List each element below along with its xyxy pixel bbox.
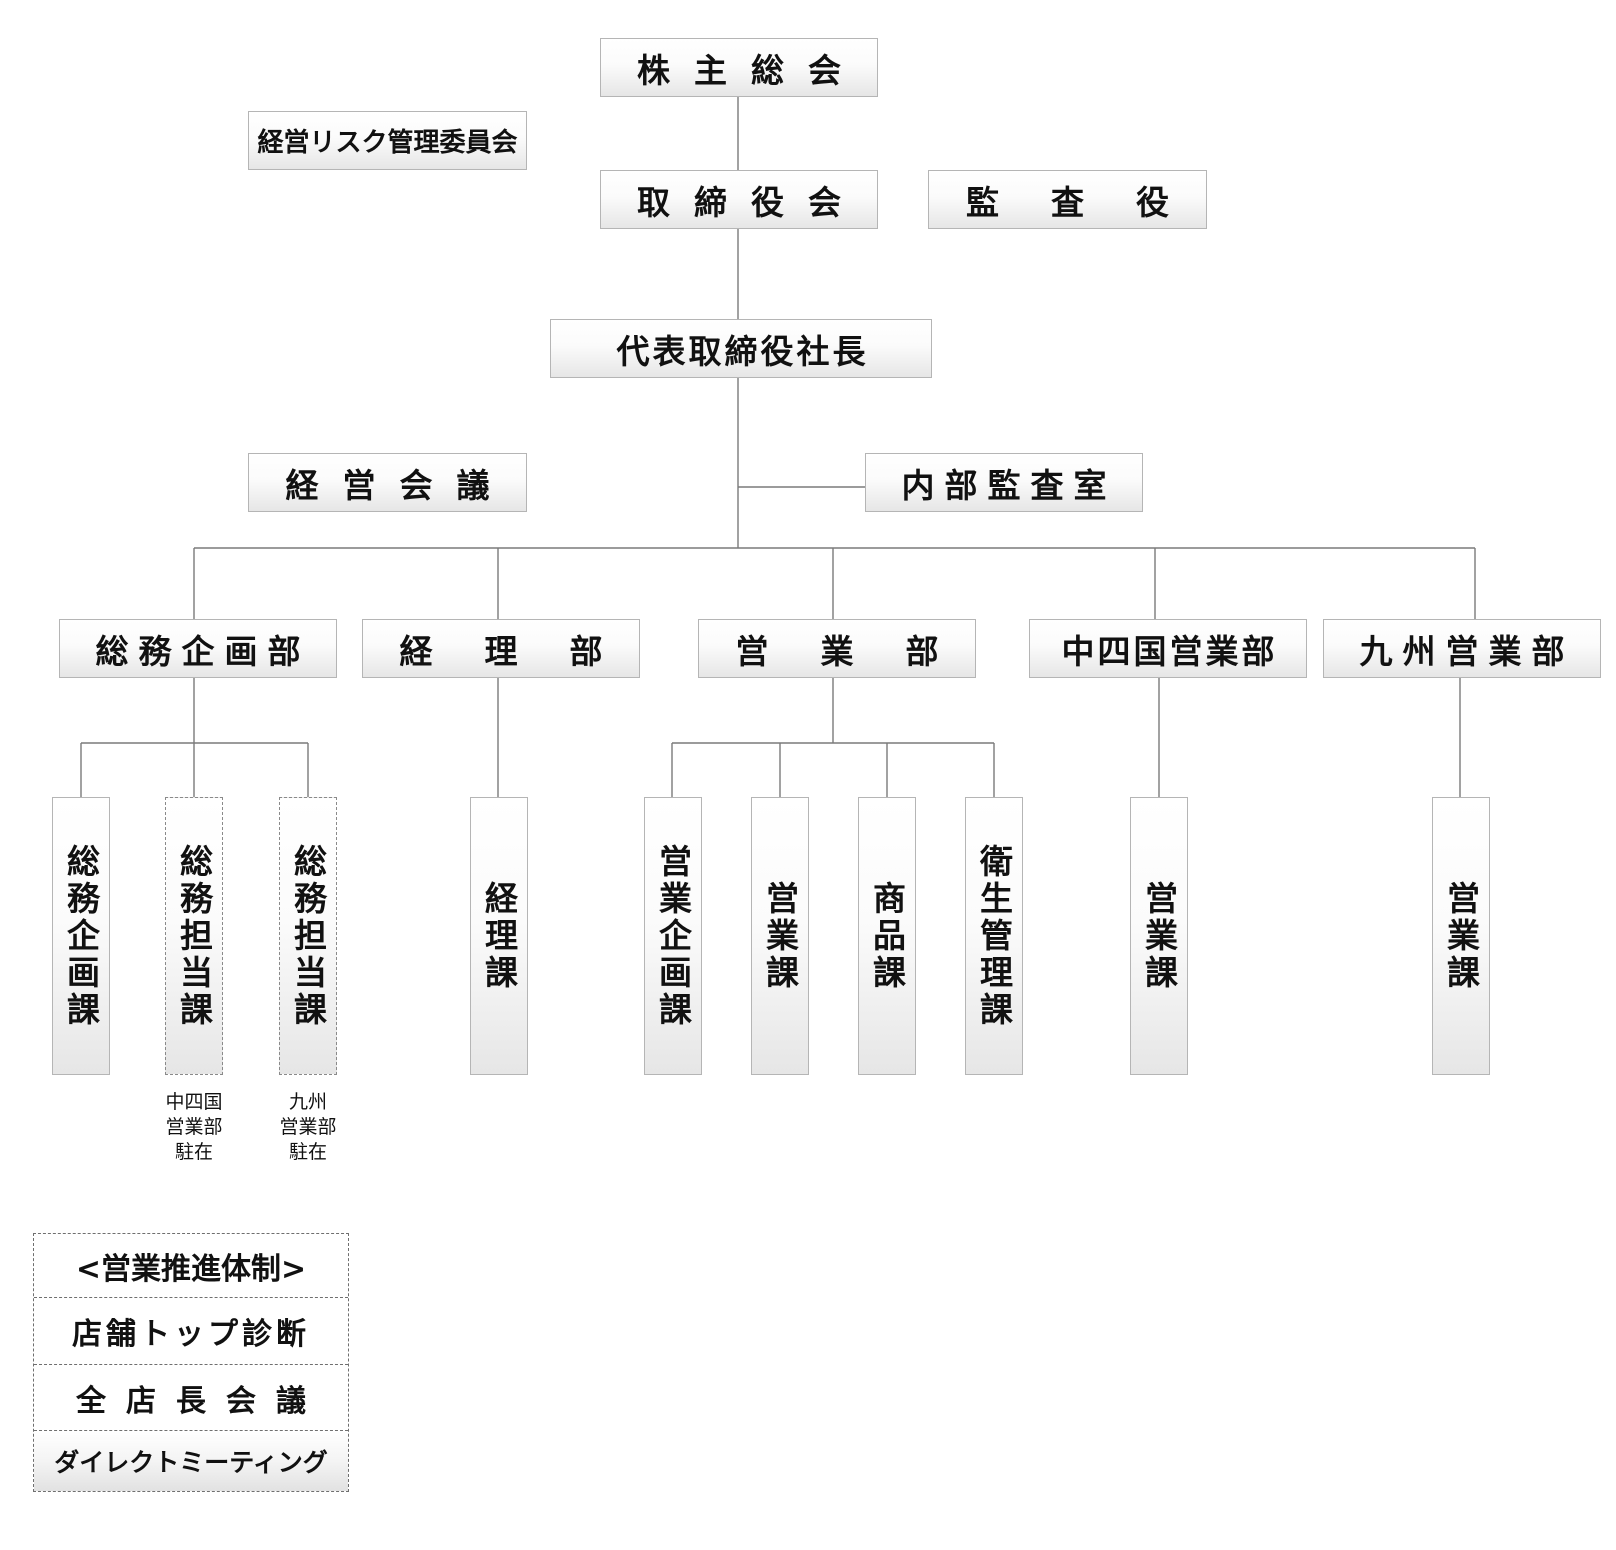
section-label: 営業課 [760, 880, 800, 992]
management-meeting-box: 経営会議 [248, 453, 527, 512]
section-label: 営業課 [1139, 880, 1179, 992]
section-label: 商品課 [867, 880, 907, 992]
legend-divider [34, 1364, 348, 1365]
legend-title: <営業推進体制> [75, 1251, 307, 1287]
section-label: 総務企画課 [61, 843, 101, 1029]
section-soumu-kikaku: 総務企画課 [52, 797, 110, 1075]
risk-committee-label: 経営リスク管理委員会 [257, 128, 518, 158]
section-keiri: 経理課 [470, 797, 528, 1075]
president-label: 代表取締役社長 [616, 331, 869, 371]
section-label: 経理課 [479, 880, 519, 992]
note-line: 営業部 [165, 1116, 223, 1138]
dept-label: 中四国営業部 [1061, 631, 1278, 671]
note-line: 駐在 [288, 1141, 327, 1163]
legend-divider [34, 1430, 348, 1431]
note-line: 営業部 [279, 1116, 337, 1138]
dept-label: 営業部 [735, 631, 991, 671]
note-kyushu-stationed: 九州 営業部 駐在 [263, 1090, 353, 1165]
board-label: 取締役会 [637, 182, 865, 222]
dept-label: 経理部 [399, 631, 655, 671]
dept-keiri: 経理部 [362, 619, 640, 678]
legend-item-store-managers-meeting: 全店長会議 [76, 1383, 326, 1419]
section-soumu-tantou-kyushu: 総務担当課 [279, 797, 337, 1075]
section-eigyo: 営業課 [751, 797, 809, 1075]
note-line: 駐在 [174, 1141, 213, 1163]
dept-chushikoku-eigyo: 中四国営業部 [1029, 619, 1307, 678]
note-line: 九州 [288, 1091, 327, 1113]
board-box: 取締役会 [600, 170, 878, 229]
shareholders-meeting-box: 株主総会 [600, 38, 878, 97]
section-label: 営業企画課 [653, 843, 693, 1029]
section-eigyo-kikaku: 営業企画課 [644, 797, 702, 1075]
section-label: 総務担当課 [174, 843, 214, 1029]
auditor-box: 監査役 [928, 170, 1207, 229]
note-line: 中四国 [165, 1091, 223, 1113]
note-chushikoku-stationed: 中四国 営業部 駐在 [149, 1090, 239, 1165]
shareholders-meeting-label: 株主総会 [637, 50, 865, 90]
section-soumu-tantou-chushikoku: 総務担当課 [165, 797, 223, 1075]
section-label: 営業課 [1441, 880, 1481, 992]
dept-soumu-kikaku: 総務企画部 [59, 619, 337, 678]
internal-audit-box: 内部監査室 [865, 453, 1143, 512]
risk-committee-box: 経営リスク管理委員会 [248, 111, 527, 170]
dept-label: 九州営業部 [1359, 631, 1575, 671]
internal-audit-label: 内部監査室 [901, 465, 1117, 505]
section-kyushu-eigyo: 営業課 [1432, 797, 1490, 1075]
section-label: 総務担当課 [288, 843, 328, 1029]
dept-label: 総務企画部 [95, 631, 311, 671]
sales-promotion-legend: <営業推進体制> 店舗トップ診断 全店長会議 ダイレクトミーティング [33, 1233, 349, 1492]
legend-item-direct-meeting: ダイレクトミーティング [34, 1431, 348, 1491]
section-shohin: 商品課 [858, 797, 916, 1075]
legend-divider [34, 1297, 348, 1298]
dept-kyushu-eigyo: 九州営業部 [1323, 619, 1601, 678]
section-label: 衛生管理課 [974, 843, 1014, 1029]
legend-item-store-diagnosis: 店舗トップ診断 [72, 1317, 310, 1352]
section-eisei-kanri: 衛生管理課 [965, 797, 1023, 1075]
section-chushikoku-eigyo: 営業課 [1130, 797, 1188, 1075]
auditor-label: 監査役 [966, 182, 1221, 222]
president-box: 代表取締役社長 [550, 319, 932, 378]
management-meeting-label: 経営会議 [285, 465, 514, 505]
dept-eigyo: 営業部 [698, 619, 976, 678]
